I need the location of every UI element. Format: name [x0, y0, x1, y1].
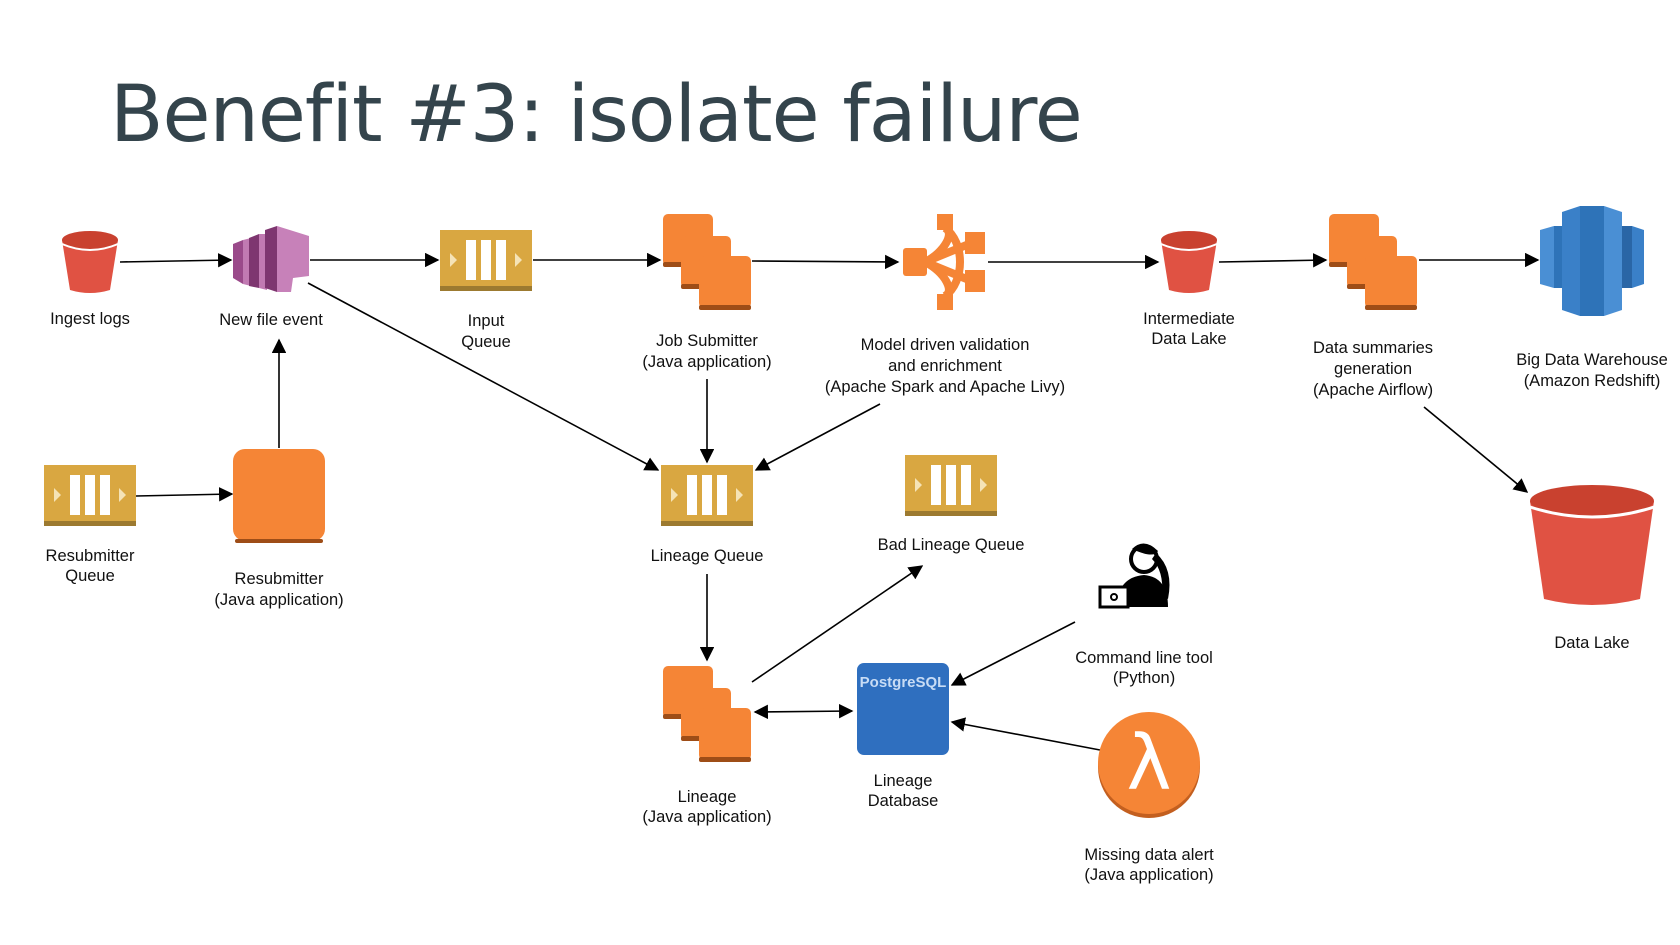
node-label: Intermediate [1143, 310, 1235, 328]
node-job-submitter: Job Submitter (Java application) [642, 214, 772, 371]
edge-ingest-to-event [119, 253, 233, 268]
node-label: Lineage [874, 772, 933, 790]
sqs-queue-icon [905, 455, 997, 516]
node-label: Data Lake [1151, 330, 1226, 348]
node-intermediate-data-lake: Intermediate Data Lake [1143, 230, 1235, 348]
node-label: and enrichment [888, 357, 1002, 375]
node-ingest-logs: Ingest logs [50, 230, 130, 328]
node-label: Ingest logs [50, 310, 130, 328]
node-label: (Java application) [1084, 866, 1213, 884]
node-data-lake: Data Lake [1529, 485, 1655, 652]
edge-job-submitter-to-model [751, 254, 900, 270]
node-lineage-queue: Lineage Queue [651, 465, 764, 565]
node-label: Command line tool [1075, 649, 1213, 667]
node-label: New file event [219, 311, 323, 329]
node-label: Input [468, 312, 505, 330]
node-label: (Amazon Redshift) [1524, 372, 1661, 390]
node-label: Lineage Queue [651, 547, 764, 565]
node-big-data-warehouse: Big Data Warehouse (Amazon Redshift) [1516, 206, 1668, 390]
node-label: Resubmitter [235, 570, 324, 588]
node-label: (Java application) [214, 591, 343, 609]
edge-intermediate-to-summaries [1218, 253, 1328, 268]
postgresql-icon: PostgreSQL [857, 663, 949, 755]
node-label: Missing data alert [1084, 846, 1214, 864]
s3-bucket-icon [1529, 485, 1655, 605]
node-label: (Python) [1113, 669, 1175, 687]
svg-text:PostgreSQL: PostgreSQL [860, 674, 947, 691]
node-lineage-database: PostgreSQL Lineage Database [857, 663, 949, 810]
ec2-instances-icon [1329, 214, 1417, 310]
sqs-queue-icon [44, 465, 136, 526]
slide-title: Benefit #3: isolate failure [110, 70, 1083, 160]
sqs-queue-icon [661, 465, 753, 526]
emr-cluster-icon [903, 214, 985, 310]
lambda-icon: λ [1098, 712, 1200, 818]
node-input-queue: Input Queue [440, 230, 532, 351]
node-label: Model driven validation [861, 336, 1030, 354]
svg-text:λ: λ [1127, 718, 1172, 807]
node-label: Queue [65, 567, 115, 585]
node-label: Big Data Warehouse [1516, 351, 1668, 369]
node-model-validation: Model driven validation and enrichment (… [825, 214, 1065, 396]
edge-summaries-to-data-lake [1423, 406, 1529, 493]
ec2-instances-icon [663, 666, 751, 762]
node-label: (Java application) [642, 353, 771, 371]
redshift-icon [1540, 206, 1644, 316]
node-label: Database [868, 792, 939, 810]
ec2-instances-icon [663, 214, 751, 310]
edge-resubmitter-queue-to-resubmitter [135, 487, 234, 502]
node-new-file-event: New file event [219, 226, 323, 329]
node-resubmitter: Resubmitter (Java application) [214, 449, 344, 609]
edge-cli-to-database [950, 621, 1076, 686]
edges [119, 252, 1540, 751]
node-lineage-app: Lineage (Java application) [642, 666, 772, 826]
person-laptop-icon [1098, 543, 1170, 609]
edge-model-to-lineage-queue [754, 403, 881, 471]
edge-lineage-app-to-bad-queue [751, 565, 924, 683]
node-missing-data-alert: λ Missing data alert (Java application) [1084, 712, 1214, 884]
node-label: (Apache Spark and Apache Livy) [825, 378, 1065, 396]
node-label: Lineage [678, 788, 737, 806]
node-label: (Java application) [642, 808, 771, 826]
node-label: Resubmitter [46, 547, 135, 565]
node-label: Job Submitter [656, 332, 758, 350]
node-label: (Apache Airflow) [1313, 381, 1433, 399]
edge-alert-to-database [950, 717, 1101, 751]
node-label: Data Lake [1554, 634, 1629, 652]
node-label: generation [1334, 360, 1412, 378]
edge-event-to-lineage-queue [307, 282, 660, 471]
node-command-line-tool: Command line tool (Python) [1075, 543, 1213, 687]
edge-lineage-app-database [753, 703, 854, 720]
node-bad-lineage-queue: Bad Lineage Queue [878, 455, 1025, 554]
kinesis-stream-icon [233, 226, 309, 292]
node-label: Data summaries [1313, 339, 1433, 357]
s3-bucket-icon [61, 230, 119, 294]
node-data-summaries: Data summaries generation (Apache Airflo… [1313, 214, 1433, 399]
ec2-instance-icon [233, 449, 325, 543]
node-label: Queue [461, 333, 511, 351]
s3-bucket-icon [1160, 230, 1218, 294]
node-resubmitter-queue: Resubmitter Queue [44, 465, 136, 585]
sqs-queue-icon [440, 230, 532, 291]
node-label: Bad Lineage Queue [878, 536, 1025, 554]
